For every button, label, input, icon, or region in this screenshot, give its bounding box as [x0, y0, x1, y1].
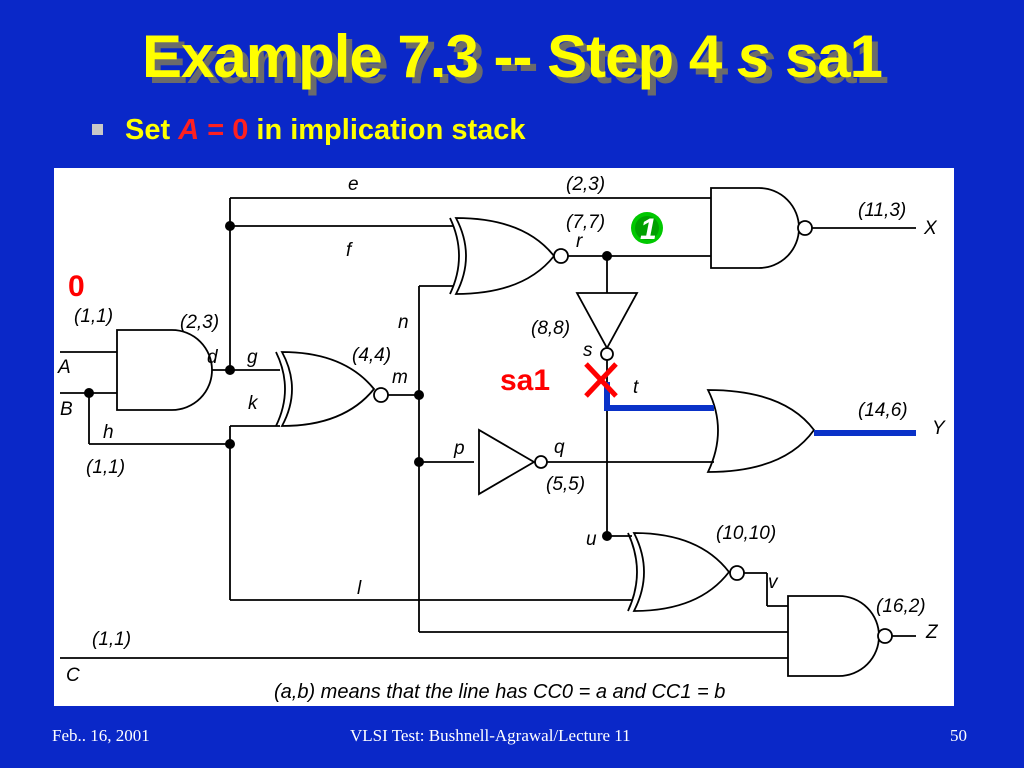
nand-gate-x — [710, 187, 800, 269]
and-gate-d — [116, 329, 213, 411]
xnor-gate-v — [632, 532, 731, 612]
signal-label-u: u — [586, 529, 597, 550]
cc-label-r: (7,7) — [566, 212, 605, 233]
propagation-path — [604, 382, 916, 436]
cc-label-B: (1,1) — [86, 457, 125, 478]
signal-label-m: m — [392, 367, 408, 388]
cc-label-Z: (16,2) — [876, 596, 926, 617]
cc-label-d: (2,3) — [180, 312, 219, 333]
xnor-gate-m — [280, 351, 376, 427]
fault-label: sa1 — [500, 364, 550, 397]
slide-title: Example 7.3 -- Step 4 s sa1 — [0, 22, 1024, 91]
signal-label-Z: Z — [925, 622, 939, 643]
cc-label-s: (8,8) — [531, 318, 570, 339]
bullet-variable: A — [178, 114, 200, 146]
bullet-item: Set A = 0 in implication stack — [92, 114, 526, 147]
fault-x-icon — [584, 362, 618, 398]
inverter-q — [478, 428, 536, 496]
cc-label-e: (2,3) — [566, 174, 605, 195]
bullet-equals: = 0 — [199, 114, 249, 146]
signal-label-n: n — [398, 312, 409, 333]
signal-label-p: p — [453, 438, 465, 459]
signal-label-f: f — [346, 240, 353, 261]
bullet-rest: in implication stack — [248, 114, 526, 146]
signal-label-g: g — [247, 347, 258, 368]
signal-label-C: C — [66, 665, 80, 686]
signal-label-r: r — [576, 231, 583, 252]
implied-value-label: 1 — [640, 213, 657, 246]
title-suffix: sa1 — [769, 23, 883, 90]
bullet-set: Set — [125, 114, 179, 146]
controllability-legend: (a,b) means that the line has CC0 = a an… — [274, 681, 725, 703]
footer-page-number: 50 — [950, 726, 967, 745]
signal-label-e: e — [348, 174, 359, 195]
junction-dots — [84, 221, 612, 541]
title-prefix: Example 7.3 -- Step 4 — [141, 23, 737, 90]
cc-label-q: (5,5) — [546, 474, 585, 495]
signal-label-t: t — [633, 377, 639, 398]
title-signal: s — [736, 23, 770, 90]
xnor-gate-r — [454, 217, 556, 295]
inverter-s — [575, 292, 639, 350]
signal-label-h: h — [103, 422, 114, 443]
signal-label-q: q — [554, 437, 565, 458]
or-gate-y — [706, 389, 816, 473]
cc-label-v: (10,10) — [716, 523, 776, 544]
cc-label-C: (1,1) — [92, 629, 131, 650]
signal-label-d: d — [207, 347, 219, 368]
footer-date: Feb.. 16, 2001 — [52, 726, 150, 745]
nand-gate-z — [787, 595, 880, 677]
circuit-wires — [60, 187, 916, 677]
signal-label-X: X — [923, 218, 938, 239]
cc-label-A: (1,1) — [74, 306, 113, 327]
circuit-diagram: 1 0 sa1 A B C X Y Z d e f g h k l m n p … — [54, 168, 954, 706]
cc-label-Y: (14,6) — [858, 400, 908, 421]
signal-label-B: B — [60, 399, 73, 420]
cc-label-X: (11,3) — [858, 200, 906, 221]
bullet-square-icon — [92, 123, 103, 135]
signal-label-v: v — [768, 572, 779, 593]
circuit-svg: 1 0 sa1 A B C X Y Z d e f g h k l m n p … — [57, 174, 946, 703]
signal-label-k: k — [248, 393, 259, 414]
signal-label-l: l — [357, 578, 362, 599]
cc-label-m: (4,4) — [352, 345, 391, 366]
signal-label-Y: Y — [932, 418, 946, 439]
signal-label-s: s — [583, 340, 593, 361]
footer-course: VLSI Test: Bushnell-Agrawal/Lecture 11 — [350, 726, 631, 745]
input-value-label: 0 — [68, 270, 85, 303]
signal-label-A: A — [57, 357, 71, 378]
